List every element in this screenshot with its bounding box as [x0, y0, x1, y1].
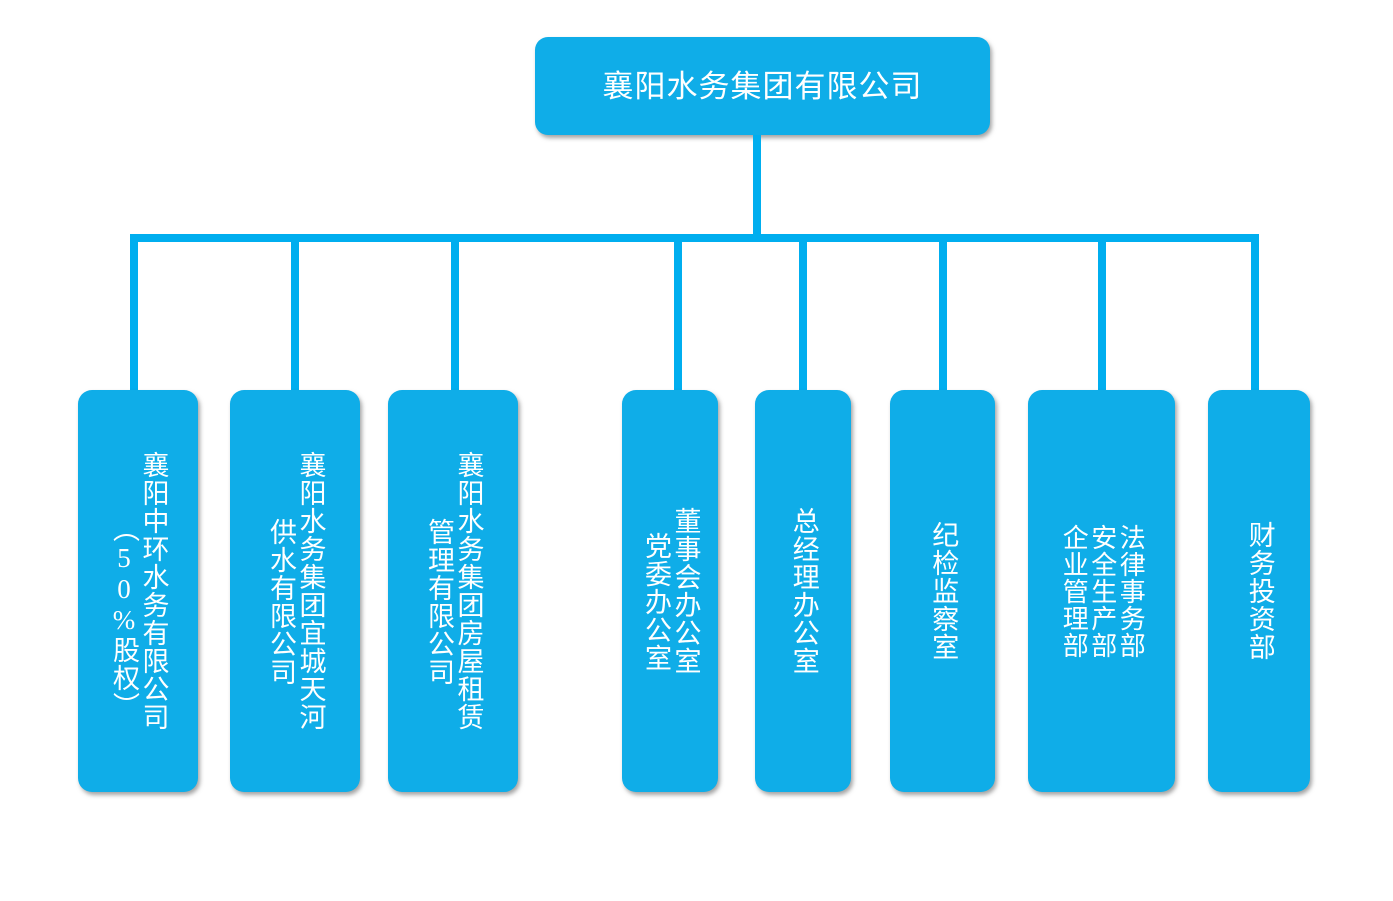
- node-column-text: 供水有限公司: [266, 518, 296, 686]
- drop-connector-1: [130, 240, 138, 392]
- drop-connector-2: [291, 240, 299, 392]
- vertical-text-columns: 总经理办公室: [755, 390, 851, 792]
- org-node-general-manager-office[interactable]: 总经理办公室: [755, 390, 851, 792]
- node-column-text: 襄阳水务集团房屋租赁: [453, 451, 484, 731]
- org-node-xiangyang-zhonghuan[interactable]: 襄阳中环水务有限公司 （50%股权）: [78, 390, 198, 792]
- node-column-text: 企业管理部: [1059, 523, 1089, 659]
- vertical-text-columns: 法律事务部 安全生产部 企业管理部: [1028, 390, 1175, 792]
- drop-connector-8: [1251, 240, 1259, 392]
- node-column-text: 纪检监察室: [928, 521, 959, 661]
- org-node-legal-safety-enterprise-departments[interactable]: 法律事务部 安全生产部 企业管理部: [1028, 390, 1175, 792]
- drop-connector-3: [451, 240, 459, 392]
- org-node-board-and-party-office[interactable]: 董事会办公室 党委办公室: [622, 390, 718, 792]
- node-column-text: 法律事务部: [1116, 523, 1146, 659]
- org-node-house-rental-management[interactable]: 襄阳水务集团房屋租赁 管理有限公司: [388, 390, 518, 792]
- node-column-text: 襄阳水务集团宜城天河: [295, 451, 326, 731]
- node-column-text: 财务投资部: [1244, 521, 1275, 661]
- vertical-text-columns: 董事会办公室 党委办公室: [622, 390, 718, 792]
- drop-connector-5: [799, 240, 807, 392]
- vertical-text-columns: 财务投资部: [1208, 390, 1310, 792]
- vertical-text-columns: 襄阳水务集团宜城天河 供水有限公司: [230, 390, 360, 792]
- horizontal-bus-connector: [130, 234, 1259, 242]
- vertical-text-columns: 襄阳水务集团房屋租赁 管理有限公司: [388, 390, 518, 792]
- root-stem-connector: [753, 135, 761, 240]
- root-node-label: 襄阳水务集团有限公司: [602, 68, 923, 104]
- drop-connector-6: [939, 240, 947, 392]
- node-column-text: （50%股权）: [109, 514, 139, 720]
- root-node[interactable]: 襄阳水务集团有限公司: [535, 37, 990, 135]
- node-column-text: 董事会办公室: [670, 507, 701, 675]
- vertical-text-columns: 纪检监察室: [890, 390, 995, 792]
- vertical-text-columns: 襄阳中环水务有限公司 （50%股权）: [78, 390, 198, 792]
- node-column-text: 襄阳中环水务有限公司: [138, 451, 169, 731]
- org-node-discipline-inspection-office[interactable]: 纪检监察室: [890, 390, 995, 792]
- drop-connector-4: [674, 240, 682, 392]
- node-column-text: 管理有限公司: [424, 518, 454, 686]
- node-column-text: 总经理办公室: [788, 507, 819, 675]
- drop-connector-7: [1098, 240, 1106, 392]
- node-column-text: 党委办公室: [641, 532, 671, 672]
- node-column-text: 安全生产部: [1087, 523, 1117, 659]
- org-node-finance-investment-department[interactable]: 财务投资部: [1208, 390, 1310, 792]
- org-node-yicheng-tianhe-water-supply[interactable]: 襄阳水务集团宜城天河 供水有限公司: [230, 390, 360, 792]
